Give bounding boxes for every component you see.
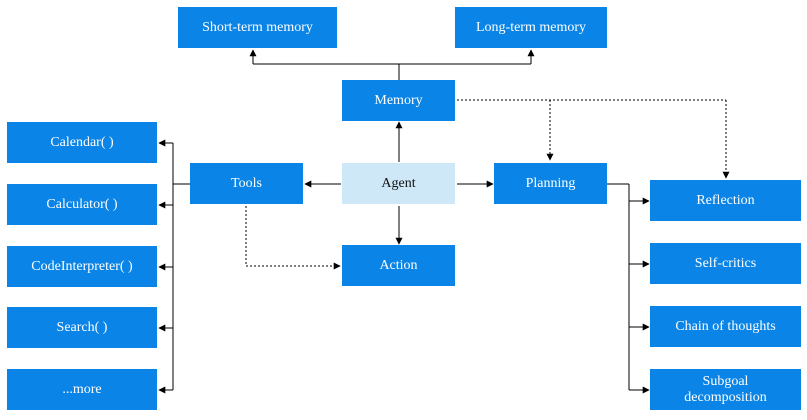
edge-tools-to-action xyxy=(245,206,341,270)
short-term-memory-node: Short-term memory xyxy=(178,7,337,48)
planning-chain-of-thoughts-node: Chain of thoughts xyxy=(650,306,801,347)
planning-reflection-node: Reflection xyxy=(650,180,801,221)
tool-search-node: Search( ) xyxy=(7,307,157,348)
planning-subgoal-decomposition-node: Subgoal decomposition xyxy=(650,369,801,410)
long-term-memory-node: Long-term memory xyxy=(455,7,607,48)
tool-calculator-node: Calculator( ) xyxy=(7,184,157,225)
agent-node: Agent xyxy=(342,163,455,204)
tool-codeinterpreter-node: CodeInterpreter( ) xyxy=(7,246,157,287)
tools-node: Tools xyxy=(190,163,303,204)
planning-node: Planning xyxy=(494,163,607,204)
action-node: Action xyxy=(342,245,455,286)
tool-more-node: ...more xyxy=(7,369,157,410)
memory-node: Memory xyxy=(342,80,455,121)
tool-calendar-node: Calendar( ) xyxy=(7,122,157,163)
planning-self-critics-node: Self-critics xyxy=(650,243,801,284)
